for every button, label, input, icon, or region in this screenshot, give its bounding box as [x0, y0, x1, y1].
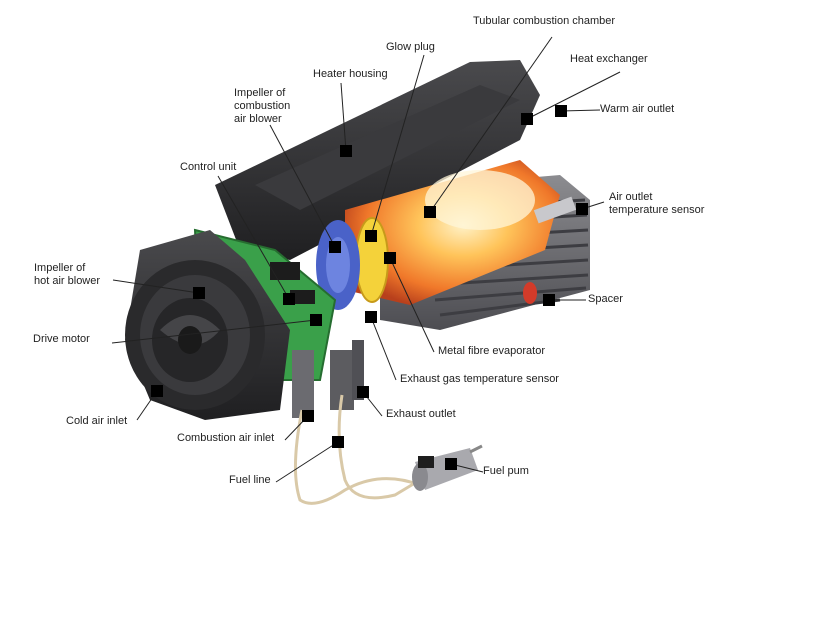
label-fuel-pump: Fuel pum [483, 465, 529, 477]
label-metal-fibre-evaporator: Metal fibre evaporator [438, 345, 545, 357]
marker-fuel-pump [445, 458, 457, 470]
marker-heater-housing [340, 145, 352, 157]
spacer-part [523, 282, 537, 304]
marker-heat-exchanger [521, 113, 533, 125]
label-impeller-hot-air: Impeller of hot air blower [34, 262, 100, 288]
label-glow-plug: Glow plug [386, 41, 435, 53]
air-outlet-sensor-part [533, 196, 577, 224]
label-combustion-air-inlet: Combustion air inlet [177, 432, 275, 444]
label-heat-exchanger: Heat exchanger [570, 53, 648, 65]
label-exhaust-gas-sensor: Exhaust gas temperature sensor [400, 373, 559, 385]
label-drive-motor: Drive motor [33, 333, 90, 345]
marker-combustion-air-inlet [302, 410, 314, 422]
label-fuel-line: Fuel line [229, 474, 271, 486]
marker-cold-air-inlet [151, 385, 163, 397]
label-warm-air-outlet: Warm air outlet [600, 103, 675, 115]
marker-air-outlet-sensor [576, 203, 588, 215]
label-air-outlet-sensor-line2: temperature sensor [609, 204, 705, 216]
label-impeller-combustion-line1: Impeller of [234, 87, 286, 99]
marker-drive-motor [310, 314, 322, 326]
marker-glow-plug [365, 230, 377, 242]
label-impeller-combustion-line3: air blower [234, 113, 282, 125]
label-impeller-combustion: Impeller of combustion air blower [234, 87, 290, 126]
hot-air-blower-housing [125, 230, 290, 420]
label-impeller-hot-air-line1: Impeller of [34, 262, 86, 274]
label-exhaust-outlet: Exhaust outlet [386, 408, 456, 420]
marker-impeller-hot-air [193, 287, 205, 299]
label-impeller-hot-air-line2: hot air blower [34, 275, 101, 287]
marker-warm-air-outlet [555, 105, 567, 117]
label-air-outlet-sensor: Air outlet temperature sensor [609, 191, 704, 217]
marker-impeller-combustion [329, 241, 341, 253]
marker-control-unit [283, 293, 295, 305]
label-cold-air-inlet: Cold air inlet [66, 415, 128, 427]
marker-spacer [543, 294, 555, 306]
marker-metal-fibre-evaporator [384, 252, 396, 264]
marker-tubular-combustion-chamber [424, 206, 436, 218]
label-impeller-combustion-line2: combustion [234, 100, 291, 112]
label-control-unit: Control unit [180, 161, 237, 173]
label-spacer: Spacer [588, 293, 623, 305]
leader-lines [111, 36, 621, 483]
fuel-line-tube [294, 394, 421, 505]
label-tubular-combustion-chamber: Tubular combustion chamber [473, 15, 616, 27]
marker-exhaust-outlet [357, 386, 369, 398]
marker-fuel-line [332, 436, 344, 448]
label-heater-housing: Heater housing [313, 68, 388, 80]
marker-exhaust-gas-sensor [365, 311, 377, 323]
callout-markers [151, 105, 588, 470]
label-air-outlet-sensor-line1: Air outlet [609, 191, 653, 203]
